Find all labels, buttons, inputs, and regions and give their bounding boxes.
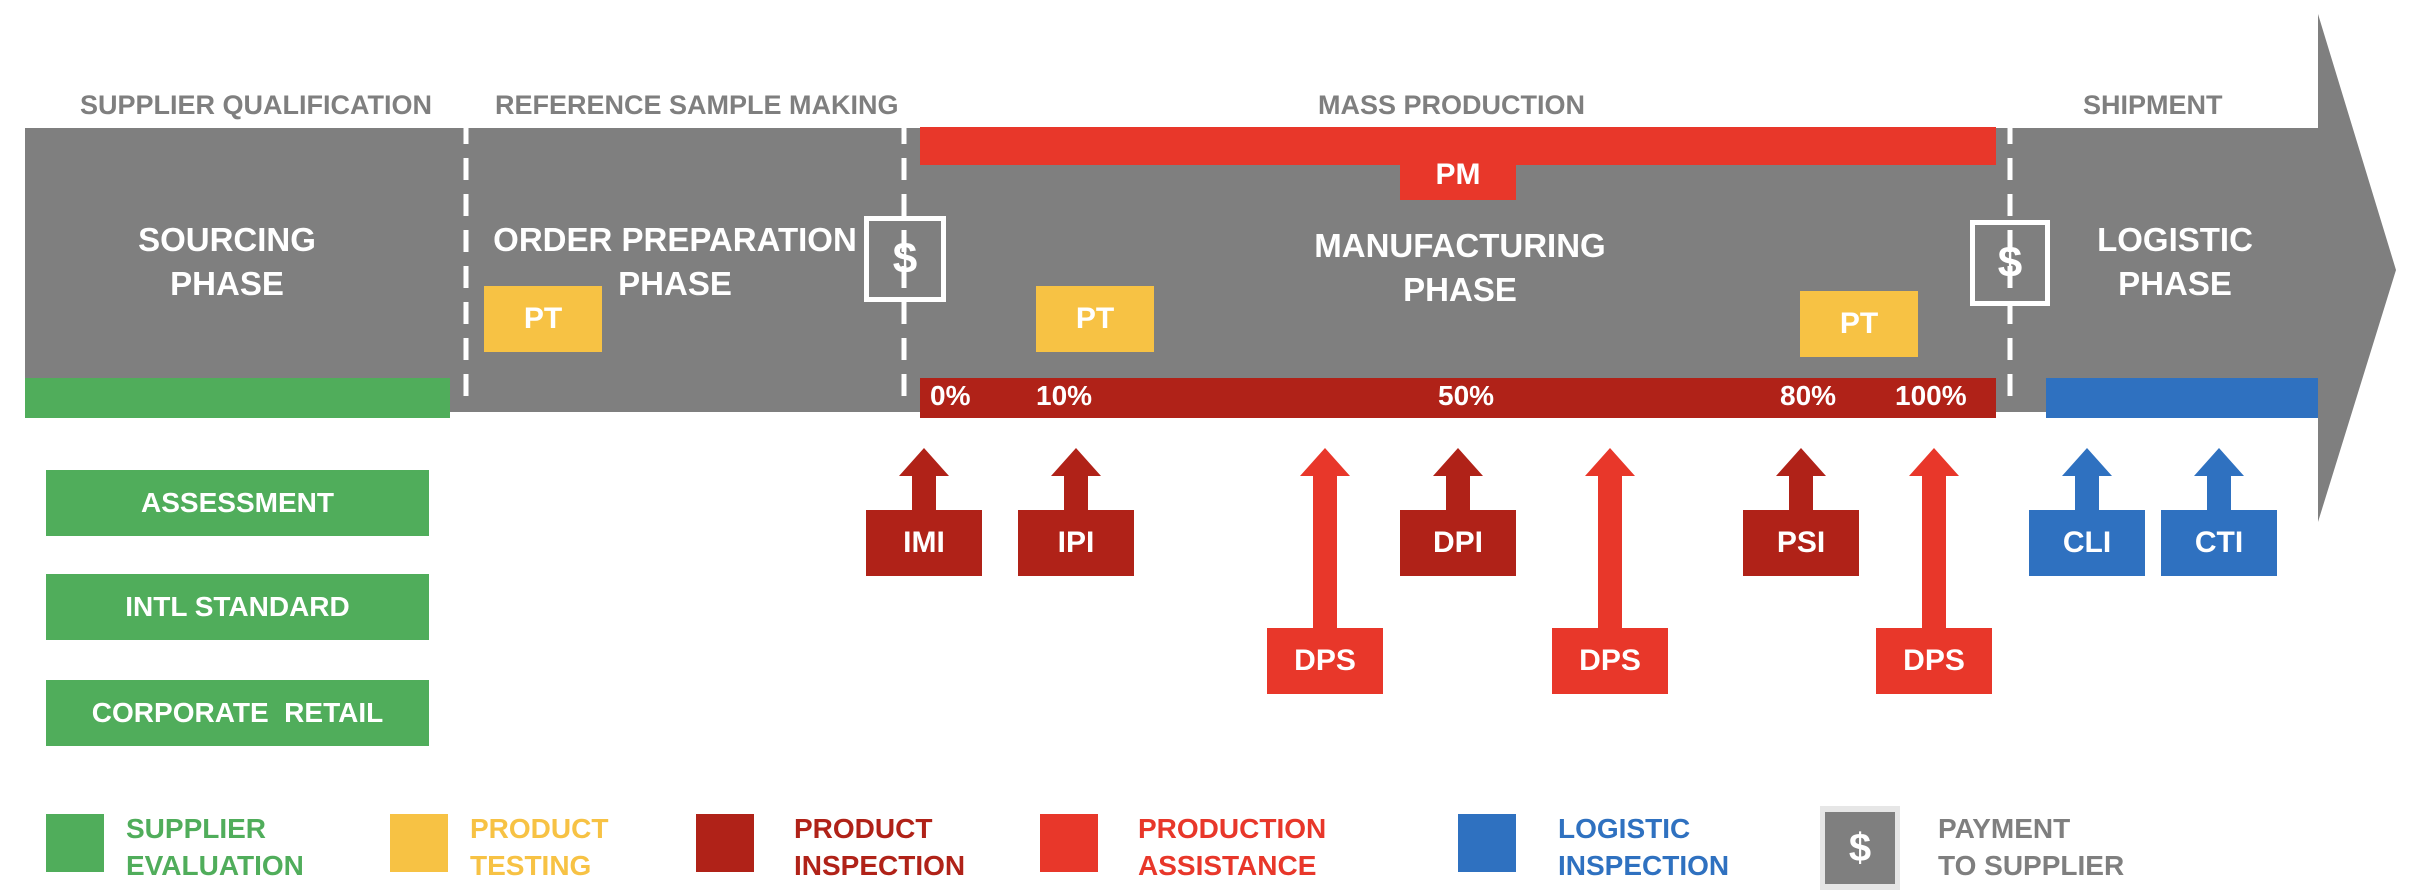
- payment-dollar-icon: $: [1825, 812, 1895, 884]
- arrow-up-icon: [2062, 448, 2112, 510]
- progress-80-percent: 80%: [1780, 380, 1837, 411]
- pm-badge: PM: [1400, 150, 1516, 200]
- progress-0-percent: 0%: [930, 380, 971, 411]
- section-shipment: SHIPMENT: [2083, 90, 2223, 120]
- payment-dollar-icon: $: [1970, 220, 2050, 306]
- pt-badge-manufacturing-end: PT: [1800, 291, 1918, 357]
- legend-swatch-logistic-inspection: [1458, 814, 1516, 872]
- cli-box: CLI: [2029, 510, 2145, 576]
- legend-swatch-production-assistance: [1040, 814, 1098, 872]
- section-reference-sample-making: REFERENCE SAMPLE MAKING: [495, 90, 899, 120]
- arrow-up-icon: [1585, 448, 1635, 628]
- psi-box: PSI: [1743, 510, 1859, 576]
- progress-50-percent: 50%: [1438, 380, 1495, 411]
- cti-box: CTI: [2161, 510, 2277, 576]
- assessment-item: ASSESSMENT: [46, 470, 429, 536]
- progress-100-percent: 100%: [1895, 380, 1967, 411]
- pt-badge-order-preparation: PT: [484, 286, 602, 352]
- ipi-box: IPI: [1018, 510, 1134, 576]
- arrow-up-icon: [1300, 448, 1350, 628]
- legend-swatch-supplier-evaluation: [46, 814, 104, 872]
- progress-10-percent: 10%: [1036, 380, 1093, 411]
- dps-box: DPS: [1267, 628, 1383, 694]
- payment-dollar-icon: $: [864, 216, 946, 302]
- dps-box: DPS: [1552, 628, 1668, 694]
- arrow-up-icon: [1909, 448, 1959, 628]
- imi-box: IMI: [866, 510, 982, 576]
- supplier-evaluation-strip: [25, 378, 450, 418]
- arrow-up-icon: [1051, 448, 1101, 510]
- dps-box: DPS: [1876, 628, 1992, 694]
- arrow-up-icon: [1433, 448, 1483, 510]
- corporate-retail-item: CORPORATE RETAIL: [46, 680, 429, 746]
- dpi-box: DPI: [1400, 510, 1516, 576]
- legend-swatch-product-testing: [390, 814, 448, 872]
- arrow-up-icon: [899, 448, 949, 510]
- section-supplier-qualification: SUPPLIER QUALIFICATION: [80, 90, 433, 120]
- legend-swatch-product-inspection: [696, 814, 754, 872]
- arrow-up-icon: [1776, 448, 1826, 510]
- logistic-inspection-strip: [2046, 378, 2318, 418]
- intl-standard-item: INTL STANDARD: [46, 574, 429, 640]
- product-inspection-progress-bar: [920, 378, 1996, 418]
- section-mass-production: MASS PRODUCTION: [1318, 90, 1586, 120]
- pt-badge-manufacturing-start: PT: [1036, 286, 1154, 352]
- arrow-up-icon: [2194, 448, 2244, 510]
